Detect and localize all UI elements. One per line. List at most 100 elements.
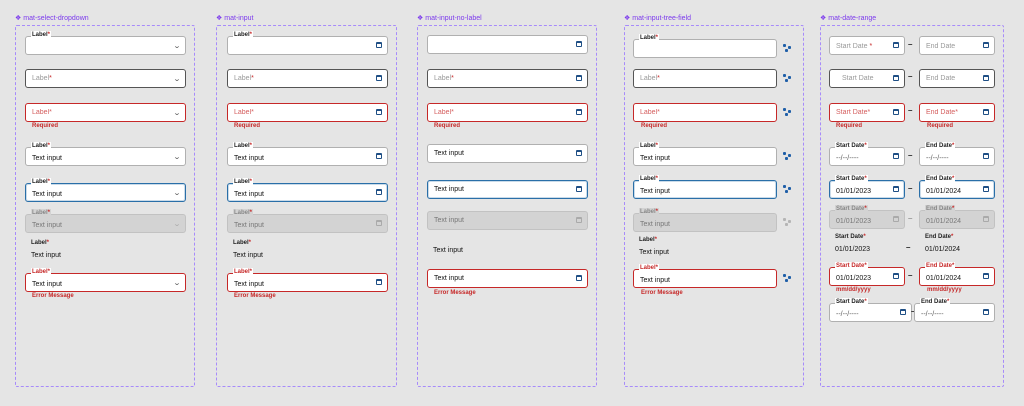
select-disabled: Label* Text input ⌄ — [25, 209, 186, 233]
tree-focused[interactable]: Label* Text input — [633, 175, 777, 199]
input-filled[interactable]: Label* Text input — [227, 142, 388, 166]
tree-icon[interactable] — [783, 274, 791, 282]
section-title-tree: ❖mat-input-tree-field — [624, 15, 692, 22]
format-hint: mm/dd/yyyy — [836, 287, 871, 293]
select-focused[interactable]: Label* Text input ⌄ — [25, 178, 186, 202]
end-date-readonly: End Date* 01/01/2024 — [925, 234, 961, 253]
end-date-placeholder[interactable]: End Date* --/--/---- — [919, 142, 995, 166]
calendar-icon[interactable] — [983, 75, 989, 81]
calendar-icon[interactable] — [376, 153, 382, 159]
start-date-placeholder[interactable]: Start Date* --/--/---- — [829, 142, 905, 166]
select-error[interactable]: Label* ⌄ — [25, 103, 186, 122]
calendar-icon[interactable] — [893, 273, 899, 279]
calendar-icon — [893, 216, 899, 222]
start-date-focused[interactable]: Start Date* 01/01/2023 — [829, 175, 905, 199]
chevron-down-icon: ⌄ — [172, 190, 182, 197]
end-date-focused[interactable]: End Date* 01/01/2024 — [919, 175, 995, 199]
end-date-empty[interactable]: End Date — [919, 36, 995, 55]
select-empty-label[interactable]: Label* ⌄ — [25, 31, 186, 55]
chevron-down-icon: ⌄ — [172, 280, 182, 287]
calendar-icon[interactable] — [983, 153, 989, 159]
calendar-icon[interactable] — [376, 75, 382, 81]
nolabel-hover[interactable]: Label* — [427, 69, 588, 88]
calendar-icon[interactable] — [893, 42, 899, 48]
end-date-error[interactable]: End Date* — [919, 103, 995, 122]
nolabel-error-filled[interactable]: Text input — [427, 269, 588, 288]
component-icon: ❖ — [624, 15, 631, 22]
end-date-error-filled[interactable]: End Date* 01/01/2024 — [919, 262, 995, 286]
input-hover[interactable]: Label* — [227, 69, 388, 88]
component-icon: ❖ — [15, 15, 22, 22]
calendar-icon[interactable] — [983, 309, 989, 315]
error-message: Error Message — [641, 290, 683, 296]
calendar-icon[interactable] — [983, 42, 989, 48]
component-icon: ❖ — [820, 15, 827, 22]
calendar-icon[interactable] — [576, 75, 582, 81]
tree-empty-label[interactable]: Label* — [633, 34, 777, 58]
calendar-icon[interactable] — [576, 109, 582, 115]
tree-readonly: Label* Text input — [639, 237, 669, 256]
tree-error-filled[interactable]: Label* Text input — [633, 264, 777, 288]
select-error-filled[interactable]: Label* Text input ⌄ — [25, 268, 186, 292]
calendar-icon[interactable] — [983, 186, 989, 192]
chevron-down-icon: ⌄ — [172, 154, 182, 161]
tree-filled[interactable]: Label* Text input — [633, 142, 777, 166]
start-date-disabled: Start Date* 01/01/2023 — [829, 205, 905, 229]
required-hint: Required — [234, 123, 261, 129]
error-message: Error Message — [434, 290, 476, 296]
calendar-icon — [376, 220, 382, 226]
calendar-icon[interactable] — [376, 279, 382, 285]
tree-icon[interactable] — [783, 108, 791, 116]
calendar-icon[interactable] — [893, 109, 899, 115]
input-focused[interactable]: Label* Text input — [227, 178, 388, 202]
calendar-icon[interactable] — [376, 42, 382, 48]
required-hint: Required — [641, 123, 668, 129]
calendar-icon[interactable] — [576, 150, 582, 156]
calendar-icon[interactable] — [900, 309, 906, 315]
format-hint: mm/dd/yyyy — [927, 287, 962, 293]
nolabel-empty[interactable] — [427, 35, 588, 54]
calendar-icon[interactable] — [576, 41, 582, 47]
calendar-icon[interactable] — [576, 186, 582, 192]
select-filled[interactable]: Label* Text input ⌄ — [25, 142, 186, 166]
start-date-hover[interactable]: Start Date — [829, 69, 905, 88]
tree-icon[interactable] — [783, 185, 791, 193]
calendar-icon[interactable] — [376, 189, 382, 195]
calendar-icon[interactable] — [893, 75, 899, 81]
tree-hover[interactable]: Label* — [633, 69, 777, 88]
select-hover[interactable]: Label* ⌄ — [25, 69, 186, 88]
frame-input — [216, 25, 397, 387]
start-date-readonly: Start Date* 01/01/2023 — [835, 234, 871, 253]
start-date-wide[interactable]: Start Date* --/--/---- — [829, 298, 912, 322]
input-error[interactable]: Label* — [227, 103, 388, 122]
nolabel-filled[interactable]: Text input — [427, 144, 588, 163]
calendar-icon[interactable] — [376, 109, 382, 115]
nolabel-disabled: Text input — [427, 211, 588, 230]
tree-icon[interactable] — [783, 74, 791, 82]
calendar-icon — [576, 217, 582, 223]
calendar-icon[interactable] — [893, 153, 899, 159]
start-date-error-filled[interactable]: Start Date* 01/01/2023 — [829, 262, 905, 286]
input-error-filled[interactable]: Label* Text input — [227, 268, 388, 292]
component-icon: ❖ — [417, 15, 424, 22]
tree-icon — [783, 218, 791, 226]
input-empty-label[interactable]: Label* — [227, 31, 388, 55]
nolabel-error[interactable]: Label* — [427, 103, 588, 122]
tree-error[interactable]: Label* — [633, 103, 777, 122]
end-date-hover[interactable]: End Date — [919, 69, 995, 88]
end-date-disabled: End Date* 01/01/2024 — [919, 205, 995, 229]
start-date-empty[interactable]: Start Date * — [829, 36, 905, 55]
input-readonly: Label* Text input — [233, 240, 263, 259]
end-date-wide[interactable]: End Date* --/--/---- — [914, 298, 995, 322]
tree-icon[interactable] — [783, 44, 791, 52]
section-title-nolabel: ❖mat-input-no-label — [417, 15, 482, 22]
chevron-down-icon: ⌄ — [172, 43, 182, 50]
start-date-error[interactable]: Start Date* — [829, 103, 905, 122]
tree-icon[interactable] — [783, 152, 791, 160]
calendar-icon[interactable] — [983, 109, 989, 115]
calendar-icon[interactable] — [983, 273, 989, 279]
section-title-date: ❖mat-date-range — [820, 15, 877, 22]
nolabel-focused[interactable]: Text input — [427, 180, 588, 199]
calendar-icon[interactable] — [893, 186, 899, 192]
calendar-icon[interactable] — [576, 275, 582, 281]
